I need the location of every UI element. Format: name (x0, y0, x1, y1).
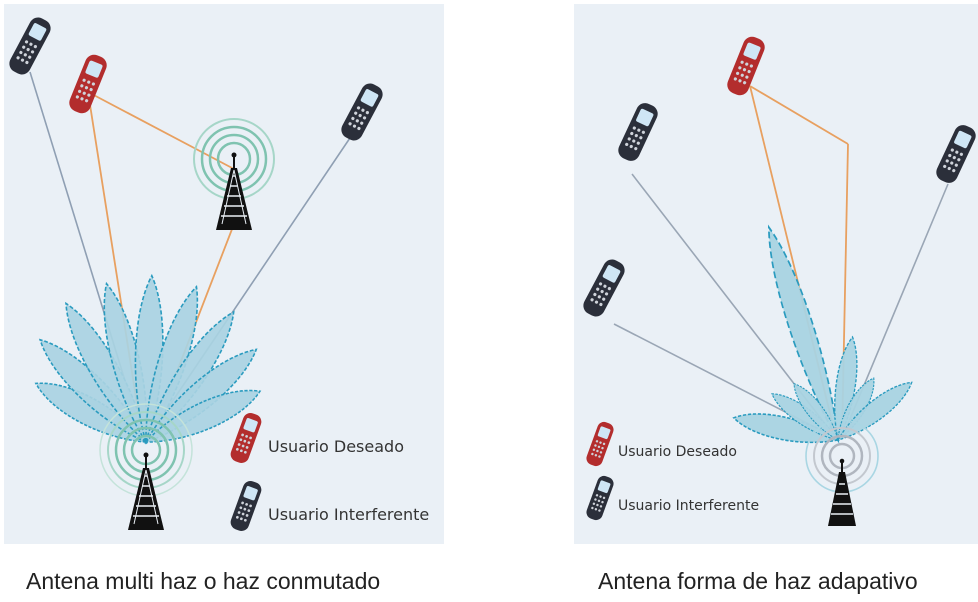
desired-phone-icon (724, 34, 768, 98)
interferer-phone-icon (580, 256, 628, 320)
interferer-phone-icon (338, 80, 386, 144)
legend-interferer-label: Usuario Interferente (618, 498, 759, 514)
multi-beam-diagram-panel: Usuario Deseado Usuario Interferente (4, 4, 444, 544)
legend-desired: Usuario Deseado (584, 420, 737, 468)
desired-phone-icon (584, 420, 616, 468)
legend-desired-label: Usuario Deseado (618, 444, 737, 460)
legend-interferer: Usuario Interferente (228, 478, 429, 534)
base-antenna-tower-icon (827, 457, 857, 527)
desired-phone-icon (66, 52, 110, 116)
multi-beam-diagram: Usuario Deseado Usuario Interferente (6, 14, 429, 534)
interferer-phone-icon (584, 474, 616, 522)
interferer-phone-icon (228, 478, 264, 534)
legend-desired-label: Usuario Deseado (268, 437, 404, 456)
legend-interferer: Usuario Interferente (584, 474, 759, 522)
adaptive-beam-caption: Antena forma de haz adapativo (598, 568, 918, 594)
adaptive-beam-diagram-panel: Usuario Deseado Usuario Interferente (574, 4, 978, 544)
legend-desired: Usuario Deseado (228, 410, 404, 466)
legend-interferer-label: Usuario Interferente (268, 505, 429, 524)
multi-beam-caption: Antena multi haz o haz conmutado (26, 568, 381, 594)
interferer-phone-icon (933, 122, 978, 186)
desired-phone-icon (228, 410, 264, 466)
interferer-phone-icon (615, 100, 661, 164)
interferer-phone-icon (6, 14, 54, 78)
base-antenna-tower-icon (127, 451, 165, 531)
adaptive-beam-diagram: Usuario Deseado Usuario Interferente (580, 34, 978, 527)
repeater-antenna-tower-icon (215, 151, 253, 231)
adaptive-beam-lobes (730, 222, 919, 452)
